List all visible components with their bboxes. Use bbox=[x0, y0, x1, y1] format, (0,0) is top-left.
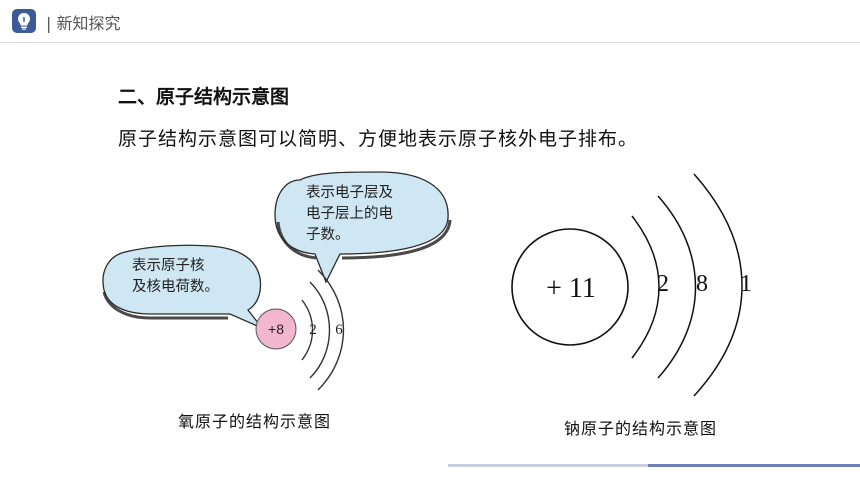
nucleus-bubble-line-2: 及核电荷数。 bbox=[132, 279, 219, 295]
oxygen-nucleus-label: +8 bbox=[268, 321, 284, 337]
nucleus-bubble-line-1: 表示原子核 bbox=[132, 258, 205, 274]
oxygen-nucleus bbox=[255, 308, 297, 350]
nucleus-speech-bubble bbox=[102, 244, 263, 329]
lightbulb-icon bbox=[18, 13, 30, 30]
oxygen-shell-3 bbox=[317, 269, 345, 391]
oxygen-shell-1 bbox=[301, 299, 314, 361]
intro-text: 原子结构示意图可以简明、方便地表示原子核外电子排布。 bbox=[118, 128, 639, 150]
sodium-shell-count-2: 8 bbox=[696, 271, 708, 297]
header-badge bbox=[12, 9, 36, 33]
sodium-caption: 钠原子的结构示意图 bbox=[564, 419, 718, 438]
oxygen-caption: 氧原子的结构示意图 bbox=[178, 412, 332, 431]
sodium-nucleus-label: + 11 bbox=[546, 273, 596, 304]
footer-accent-light bbox=[448, 464, 648, 467]
sodium-nucleus bbox=[511, 228, 629, 346]
footer-accent-dark bbox=[648, 464, 860, 467]
section-title: 二、原子结构示意图 bbox=[118, 86, 290, 108]
oxygen-shell-count-1: 2 bbox=[309, 322, 317, 338]
shells-bubble-text: 表示电子层及 电子层上的电 子数。 bbox=[306, 183, 393, 246]
sodium-shell-1 bbox=[631, 215, 660, 359]
header-bar: | 新知探究 bbox=[0, 0, 860, 43]
sodium-shell-count-1: 2 bbox=[657, 271, 669, 297]
sodium-shell-2 bbox=[657, 195, 697, 379]
shells-bubble-line-1: 表示电子层及 bbox=[306, 185, 393, 201]
shells-bubble-line-2: 电子层上的电 bbox=[306, 206, 393, 222]
shells-speech-bubble bbox=[274, 171, 449, 284]
sodium-shell-3 bbox=[693, 173, 743, 397]
oxygen-shell-count-2: 6 bbox=[335, 322, 343, 338]
header-label: | 新知探究 bbox=[46, 14, 121, 33]
shells-bubble-line-3: 子数。 bbox=[306, 227, 350, 243]
nucleus-bubble-text: 表示原子核 及核电荷数。 bbox=[132, 256, 219, 298]
oxygen-shell-2 bbox=[309, 281, 331, 379]
sodium-shell-count-3: 1 bbox=[740, 271, 752, 297]
